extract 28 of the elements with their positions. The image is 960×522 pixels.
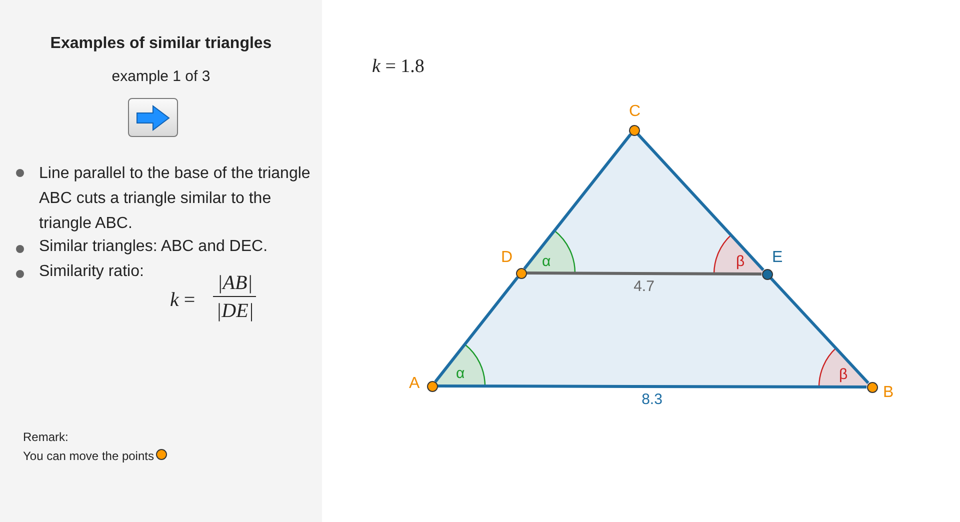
point-label: C bbox=[629, 103, 641, 121]
formula-numerator: |AB| bbox=[216, 271, 254, 296]
ratio-value: k = 1.8 bbox=[372, 55, 424, 79]
edge-label: 8.3 bbox=[640, 390, 664, 408]
remark-heading: Remark: bbox=[23, 430, 68, 445]
bullet-text: Similar triangles: ABC and DEC. bbox=[39, 237, 268, 257]
bullet-text: Line parallel to the base of the triangle ABC cuts a triangle similar to the triangle ABC. bbox=[39, 164, 312, 234]
point-label: B bbox=[883, 384, 894, 402]
angle-label: α bbox=[456, 364, 465, 383]
line-segment bbox=[636, 133, 764, 271]
angle-label: β bbox=[736, 252, 745, 271]
title: Examples of similar triangles bbox=[49, 35, 273, 53]
line-segment bbox=[770, 277, 870, 384]
angle-label: α bbox=[542, 252, 551, 271]
point-label: D bbox=[501, 249, 513, 267]
remark-text: You can move the points bbox=[23, 449, 154, 464]
subtitle: example 1 of 3 bbox=[110, 67, 212, 86]
point-label: A bbox=[409, 375, 420, 393]
line-segment bbox=[438, 384, 866, 388]
line-segment bbox=[523, 133, 632, 270]
bullet-text: Similarity ratio: bbox=[39, 262, 144, 282]
angle-label: β bbox=[839, 365, 848, 384]
line-segment bbox=[526, 272, 762, 276]
point-label: E bbox=[772, 249, 783, 267]
formula-denominator: |DE| bbox=[215, 299, 255, 324]
edge-label: 4.7 bbox=[632, 278, 656, 294]
formula-text: k = bbox=[170, 288, 196, 313]
line-segment bbox=[434, 276, 519, 383]
